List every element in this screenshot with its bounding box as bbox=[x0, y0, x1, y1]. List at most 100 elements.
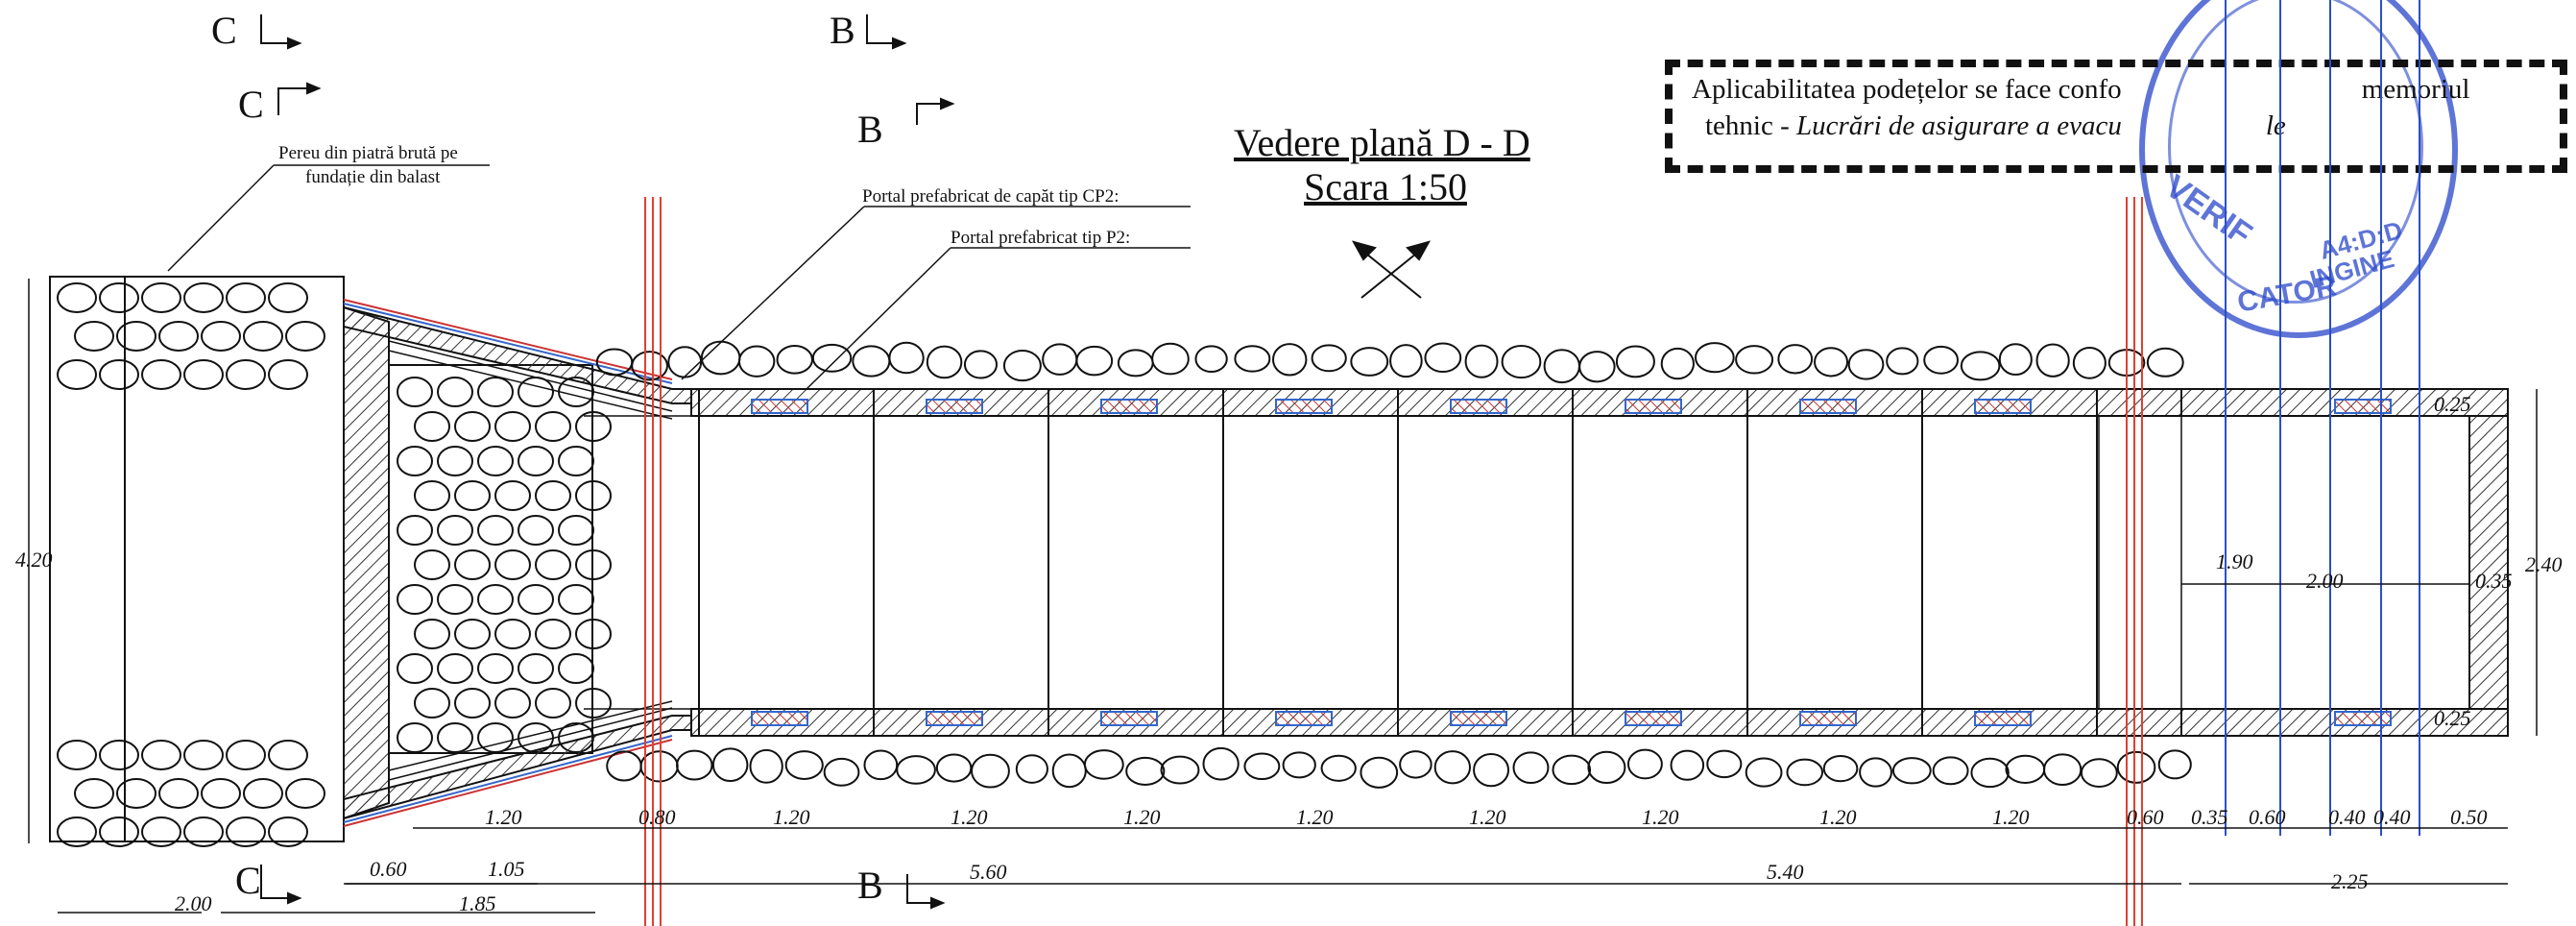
stone bbox=[141, 740, 181, 770]
stone bbox=[575, 688, 612, 719]
stone bbox=[1473, 752, 1510, 788]
stone bbox=[784, 750, 824, 780]
section-b-top2: B bbox=[857, 108, 883, 151]
stone bbox=[2157, 749, 2192, 780]
stone bbox=[99, 816, 139, 847]
stone bbox=[575, 619, 612, 649]
stone bbox=[477, 377, 514, 407]
dim-bottom-value: 1.20 bbox=[1819, 805, 1857, 829]
stone bbox=[1822, 754, 1859, 783]
stone bbox=[57, 359, 97, 390]
dim-total-far-right: 2.25 bbox=[2331, 869, 2369, 893]
stone bbox=[776, 345, 813, 375]
callout-pereu-2: fundație din balast bbox=[305, 167, 441, 187]
stone bbox=[141, 359, 181, 390]
stone bbox=[57, 816, 97, 847]
stone bbox=[99, 359, 139, 390]
stone bbox=[494, 688, 531, 719]
stone bbox=[1433, 750, 1471, 785]
stone bbox=[201, 778, 241, 809]
stone bbox=[1350, 347, 1389, 377]
section-c-top2: C bbox=[238, 83, 264, 126]
stone bbox=[963, 350, 999, 379]
dim-bottom-value: 1.20 bbox=[1992, 805, 2030, 829]
stone bbox=[285, 778, 325, 809]
stone bbox=[226, 282, 266, 313]
bottom-stone-row bbox=[606, 746, 2192, 789]
stone bbox=[2080, 758, 2118, 788]
note-frame bbox=[1665, 60, 2567, 173]
dim-bottom-value: 1.20 bbox=[1123, 805, 1161, 829]
stone bbox=[226, 740, 266, 770]
stone bbox=[494, 411, 531, 442]
stone bbox=[1360, 756, 1399, 789]
right-cap-end-wall bbox=[2468, 415, 2509, 710]
stone bbox=[158, 778, 199, 809]
stone bbox=[1670, 749, 1705, 781]
stone bbox=[1660, 347, 1695, 380]
stone bbox=[2116, 750, 2156, 784]
stone bbox=[494, 619, 531, 649]
stone bbox=[226, 359, 266, 390]
stone bbox=[1272, 343, 1308, 377]
stone bbox=[1194, 345, 1228, 374]
dim-top-025: 0.25 bbox=[2434, 392, 2471, 416]
dim-right-value: 0.40 bbox=[2373, 805, 2411, 829]
stamp-blue-lines bbox=[2225, 0, 2420, 836]
lifting-insert bbox=[1799, 399, 1857, 414]
transition-stone-zone bbox=[388, 364, 593, 754]
dim-bottom-value: 1.20 bbox=[773, 805, 810, 829]
stone bbox=[575, 480, 612, 511]
stone bbox=[1399, 750, 1432, 779]
stone bbox=[518, 446, 554, 476]
stone bbox=[397, 653, 433, 684]
stone bbox=[1543, 349, 1580, 384]
left-wing-wall bbox=[343, 305, 390, 820]
stone bbox=[1970, 757, 2010, 789]
stone bbox=[2146, 347, 2184, 378]
stone bbox=[437, 584, 473, 615]
stone bbox=[711, 747, 749, 783]
stone bbox=[700, 340, 741, 376]
stone bbox=[183, 740, 224, 770]
stone bbox=[1745, 757, 1783, 788]
stone bbox=[454, 411, 491, 442]
dim-bottom-value: 1.20 bbox=[1296, 805, 1334, 829]
lifting-insert bbox=[926, 711, 983, 726]
stone bbox=[99, 282, 139, 313]
stone bbox=[1117, 349, 1154, 378]
stone bbox=[558, 584, 594, 615]
stone bbox=[863, 749, 899, 781]
stone bbox=[397, 722, 433, 753]
view-scale: Scara 1:50 bbox=[1304, 165, 1467, 208]
stone bbox=[1786, 758, 1824, 787]
stone bbox=[575, 411, 612, 442]
stone bbox=[116, 778, 156, 809]
stone bbox=[1125, 756, 1166, 786]
dim-bottom-value: 1.20 bbox=[1642, 805, 1679, 829]
stone bbox=[1552, 754, 1592, 786]
dim-bottom-value: 0.60 bbox=[2127, 805, 2164, 829]
stone bbox=[1578, 351, 1616, 383]
stone bbox=[116, 321, 156, 352]
stone bbox=[1424, 342, 1462, 374]
stone bbox=[414, 480, 450, 511]
stone bbox=[1847, 349, 1885, 380]
stone bbox=[558, 653, 594, 684]
dim-left-060: 0.60 bbox=[370, 857, 407, 881]
lifting-insert bbox=[1625, 399, 1682, 414]
stone bbox=[896, 755, 936, 785]
stone bbox=[852, 345, 891, 378]
lifting-insert bbox=[751, 399, 808, 414]
section-b-top: B bbox=[830, 9, 855, 52]
stone bbox=[285, 321, 325, 352]
stone bbox=[2005, 754, 2046, 784]
stone bbox=[631, 351, 668, 381]
stone bbox=[268, 816, 308, 847]
dim-bottom-025: 0.25 bbox=[2434, 706, 2471, 730]
stone bbox=[1615, 345, 1655, 378]
stone bbox=[397, 377, 433, 407]
lifting-insert bbox=[1275, 399, 1333, 414]
dim-bottom-value: 1.20 bbox=[485, 805, 522, 829]
